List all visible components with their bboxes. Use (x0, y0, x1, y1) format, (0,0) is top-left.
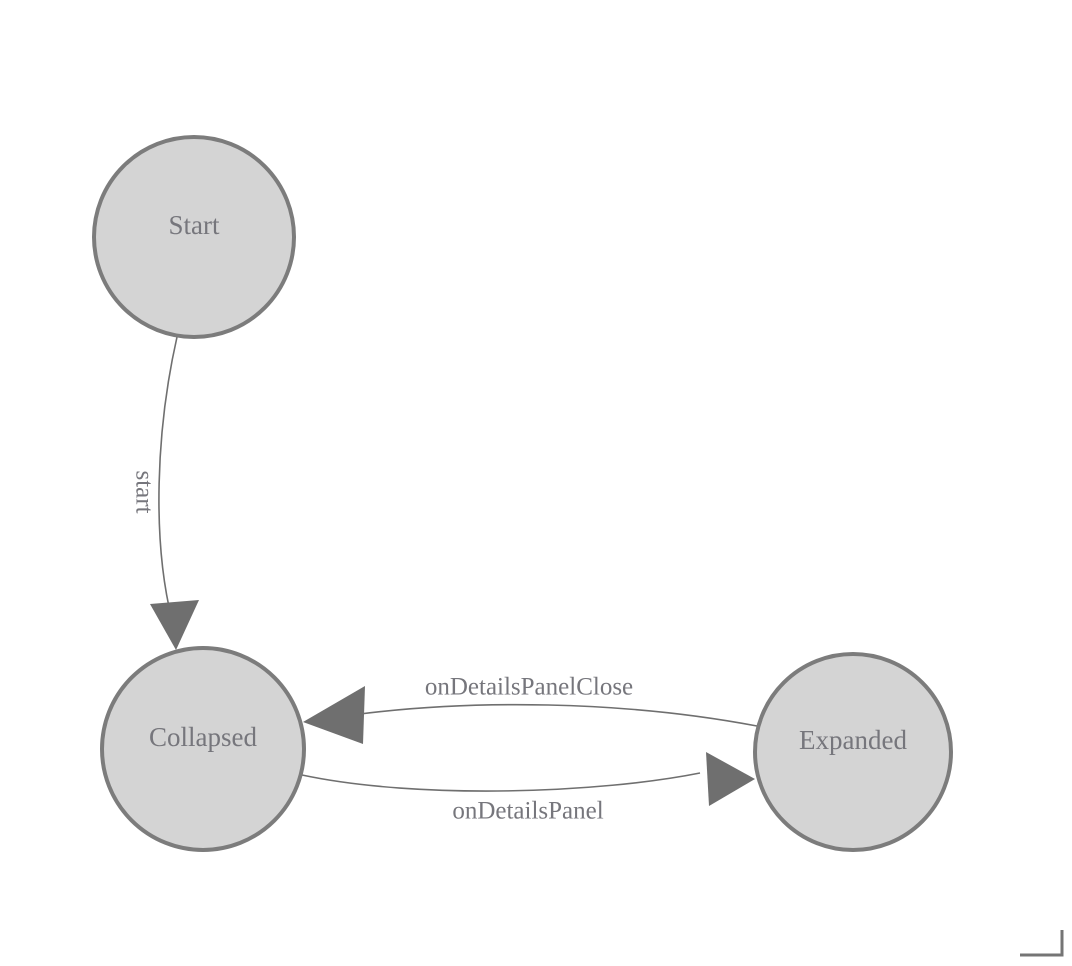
arrowhead-icon-expanded-to-collapsed (303, 686, 365, 744)
arrowhead-icon-start-to-collapsed (150, 600, 199, 650)
edge-collapsed-to-expanded[interactable]: onDetailsPanel (301, 752, 755, 825)
edge-label-on-details-panel: onDetailsPanel (452, 798, 603, 825)
state-node-collapsed[interactable]: Collapsed (100, 646, 306, 852)
state-node-start-circle[interactable] (92, 135, 296, 339)
edge-label-start: start (130, 470, 157, 513)
state-node-start[interactable]: Start (92, 135, 296, 339)
edge-start-to-collapsed[interactable]: start (130, 336, 199, 650)
edge-path-start-to-collapsed (158, 336, 178, 621)
edge-expanded-to-collapsed[interactable]: onDetailsPanelClose (303, 674, 758, 744)
edge-path-collapsed-to-expanded (301, 772, 701, 792)
edge-path-expanded-to-collapsed (359, 703, 758, 727)
frame-corner-bottom-right (1020, 930, 1064, 957)
state-node-start-label: Start (169, 210, 220, 240)
edge-label-on-details-panel-close: onDetailsPanelClose (425, 674, 633, 701)
state-node-collapsed-circle[interactable] (100, 646, 306, 852)
state-node-collapsed-label: Collapsed (149, 722, 257, 752)
state-node-expanded-circle[interactable] (753, 652, 953, 852)
state-node-expanded-label: Expanded (799, 725, 907, 755)
state-node-expanded[interactable]: Expanded (753, 652, 953, 852)
arrowhead-icon-collapsed-to-expanded (706, 752, 755, 806)
